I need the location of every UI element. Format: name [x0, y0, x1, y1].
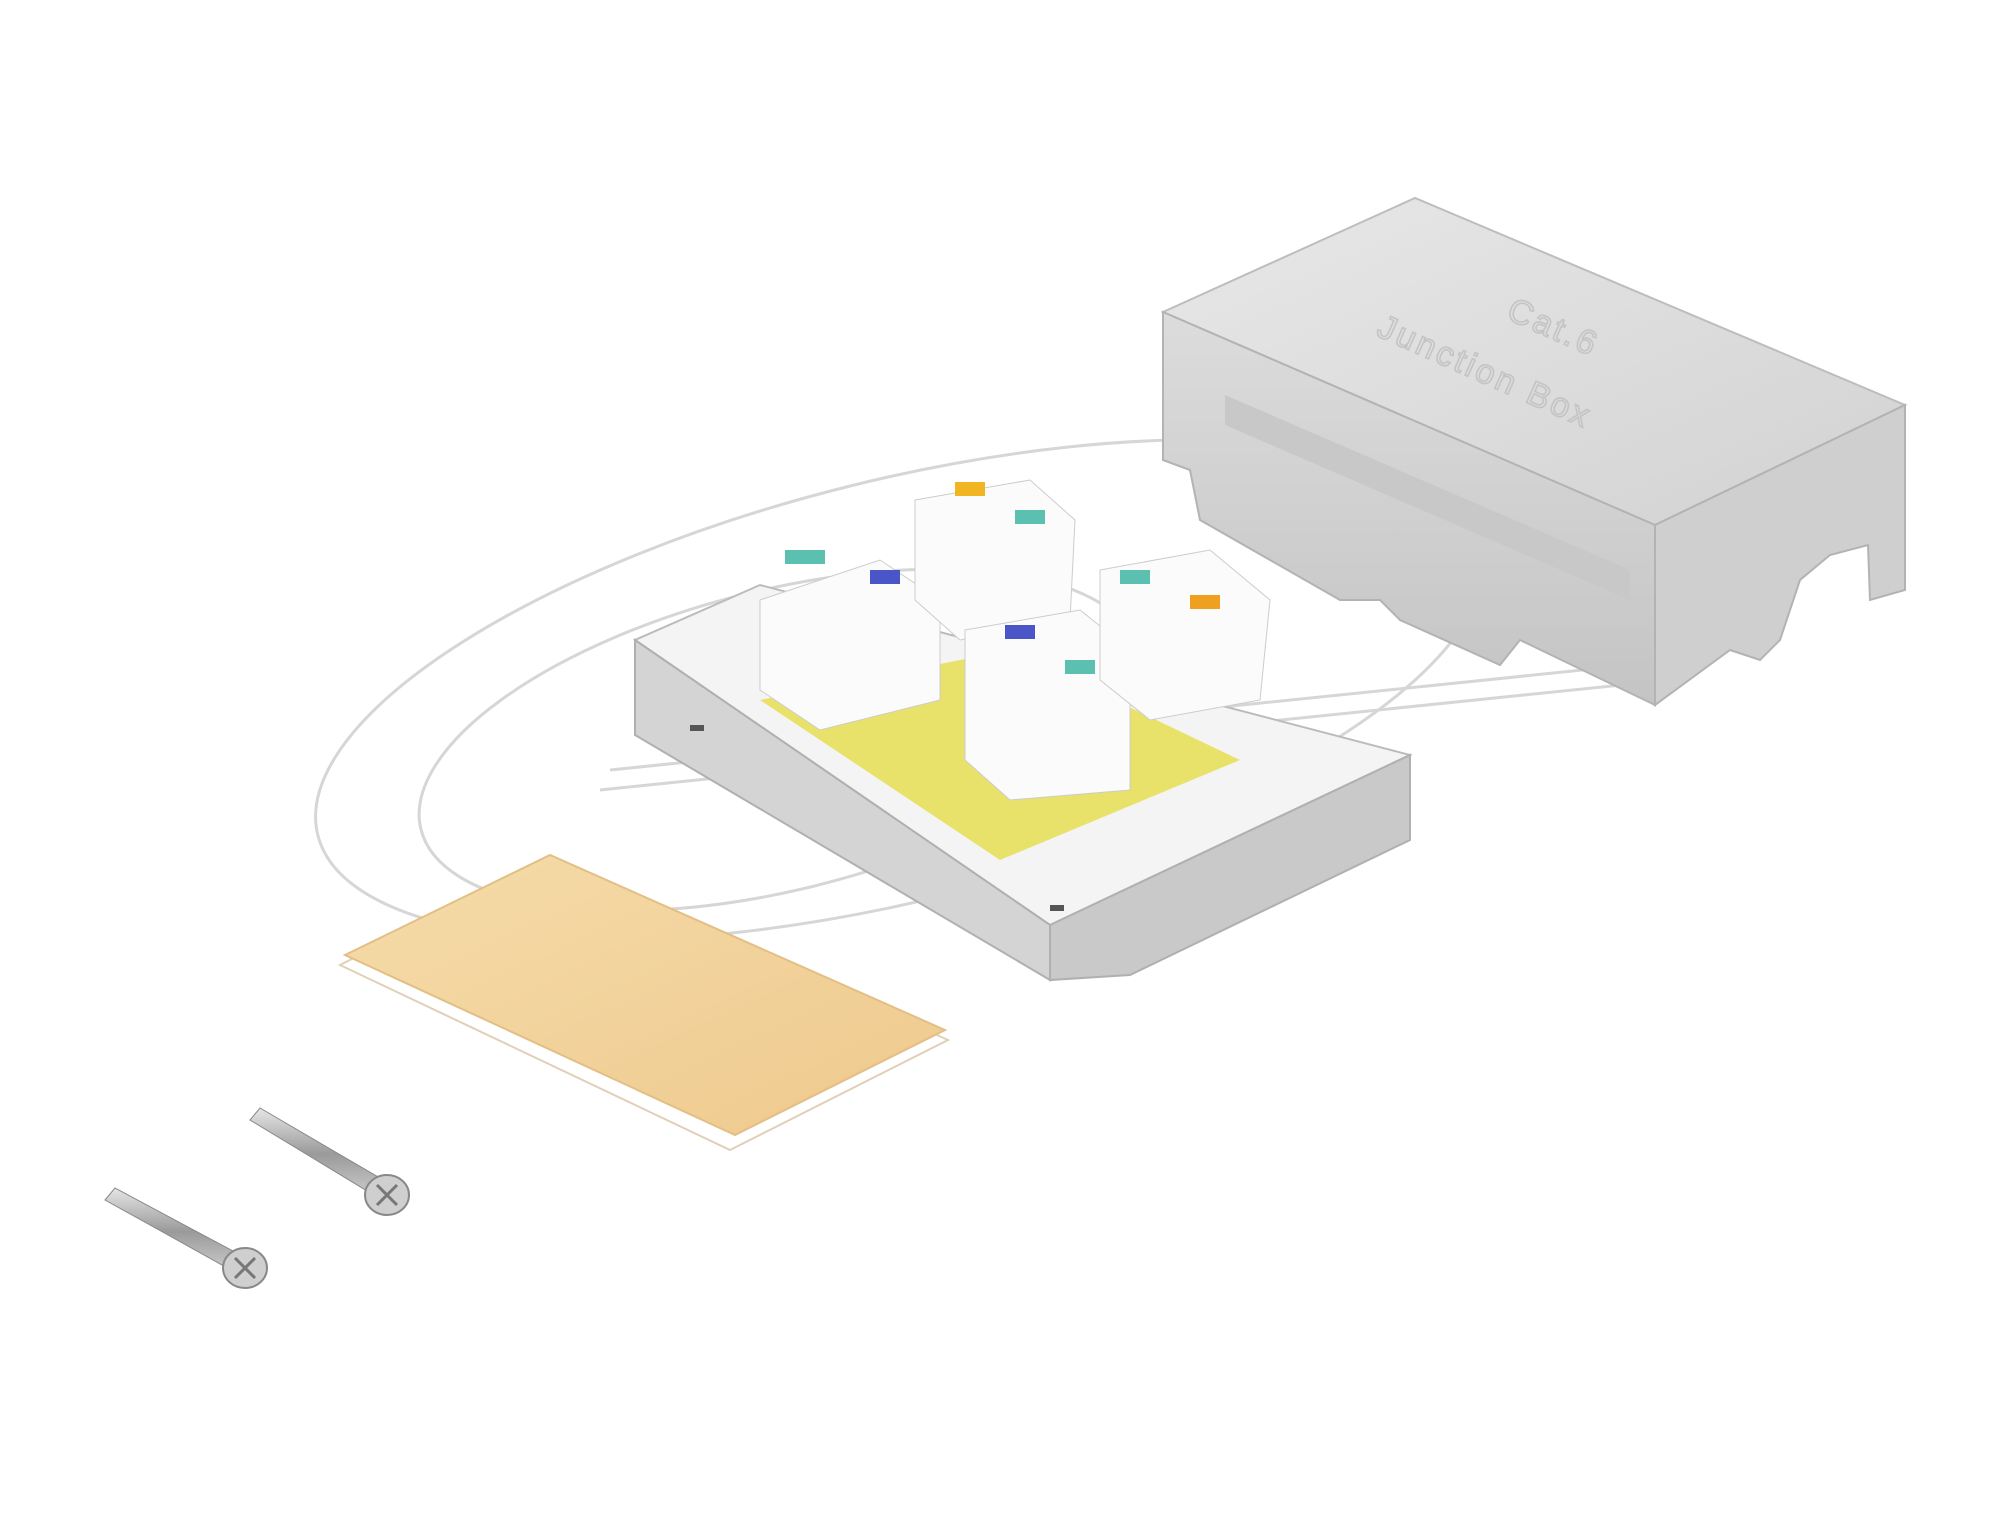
idc-module	[964, 609, 1131, 801]
idc-module	[759, 550, 941, 731]
junction-box-lid: Cat.6 Junction Box	[1160, 196, 1908, 707]
idc-module	[1099, 549, 1271, 721]
screw	[249, 1107, 410, 1216]
adhesive-pad	[337, 853, 951, 1152]
junction-box-base	[632, 479, 1413, 982]
screw	[104, 1187, 268, 1289]
